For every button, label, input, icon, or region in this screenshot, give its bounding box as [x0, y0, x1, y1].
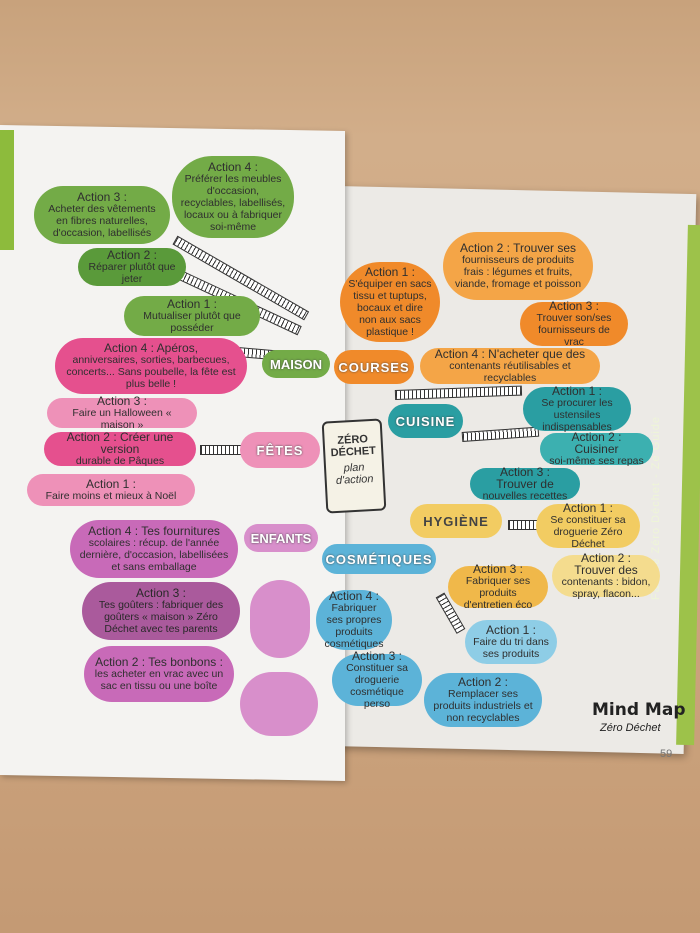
hub-cosmetiques: COSMÉTIQUES	[322, 544, 436, 574]
hub-maison: MAISON	[262, 350, 330, 378]
hub-courses: COURSES	[334, 350, 414, 384]
enfants-action-2: Action 2 : Tes bonbons :les acheter en v…	[84, 646, 234, 702]
enfants-action-partial	[250, 580, 310, 658]
hub-enfants: ENFANTS	[244, 524, 318, 552]
arm-connector	[200, 445, 242, 455]
hygiene-action-3: Action 3 :Fabriquer ses produits d'entre…	[448, 563, 548, 611]
hub-fetes: FÊTES	[240, 432, 320, 468]
arm-connector	[508, 520, 538, 530]
courses-action-1: Action 1 :S'équiper en sacs tissu et tup…	[340, 262, 440, 342]
cuisine-action-1: Action 1 :Se procurer les ustensiles ind…	[523, 385, 631, 433]
maison-action-2: Action 2 :Réparer plutôt que jeter	[78, 248, 186, 286]
maison-action-3: Action 3 :Acheter des vêtements en fibre…	[34, 186, 170, 244]
fetes-action-4: Action 4 : Apéros,anniversaires, sorties…	[55, 338, 247, 394]
enfants-action-3: Action 3 :Tes goûters : fabriquer des go…	[82, 582, 240, 640]
hub-cuisine: CUISINE	[388, 404, 463, 438]
cosmetiques-action-4: Action 4 :Fabriquer ses propres produits…	[316, 590, 392, 650]
fetes-action-1: Action 1 :Faire moins et mieux à Noël	[27, 474, 195, 506]
mind-map-logo: Mind Map	[592, 700, 686, 720]
maison-action-1: Action 1 :Mutualiser plutôt que posséder	[124, 296, 260, 336]
cosmetiques-action-3: Action 3 :Constituer sa droguerie cosmét…	[332, 650, 422, 710]
fetes-action-3: Action 3 :Faire un Halloween « maison »	[47, 395, 197, 431]
page-number: 59	[660, 748, 673, 760]
enfants-action-partial	[240, 672, 318, 736]
courses-action-3: Action 3 :Trouver son/ses fournisseurs d…	[520, 300, 628, 348]
cosmetiques-action-1: Action 1 :Faire du tri dans ses produits	[465, 620, 557, 664]
maison-action-4: Action 4 :Préférer les meubles d'occasio…	[172, 156, 294, 238]
hygiene-action-1: Action 1 :Se constituer sa droguerie Zér…	[536, 502, 640, 550]
mind-map-logo-subtitle: Zéro Déchet	[600, 722, 661, 734]
green-edge	[0, 130, 14, 250]
cosmetiques-action-2: Action 2 :Remplacer ses produits industr…	[424, 673, 542, 727]
hub-hygiene: HYGIÈNE	[410, 504, 502, 538]
